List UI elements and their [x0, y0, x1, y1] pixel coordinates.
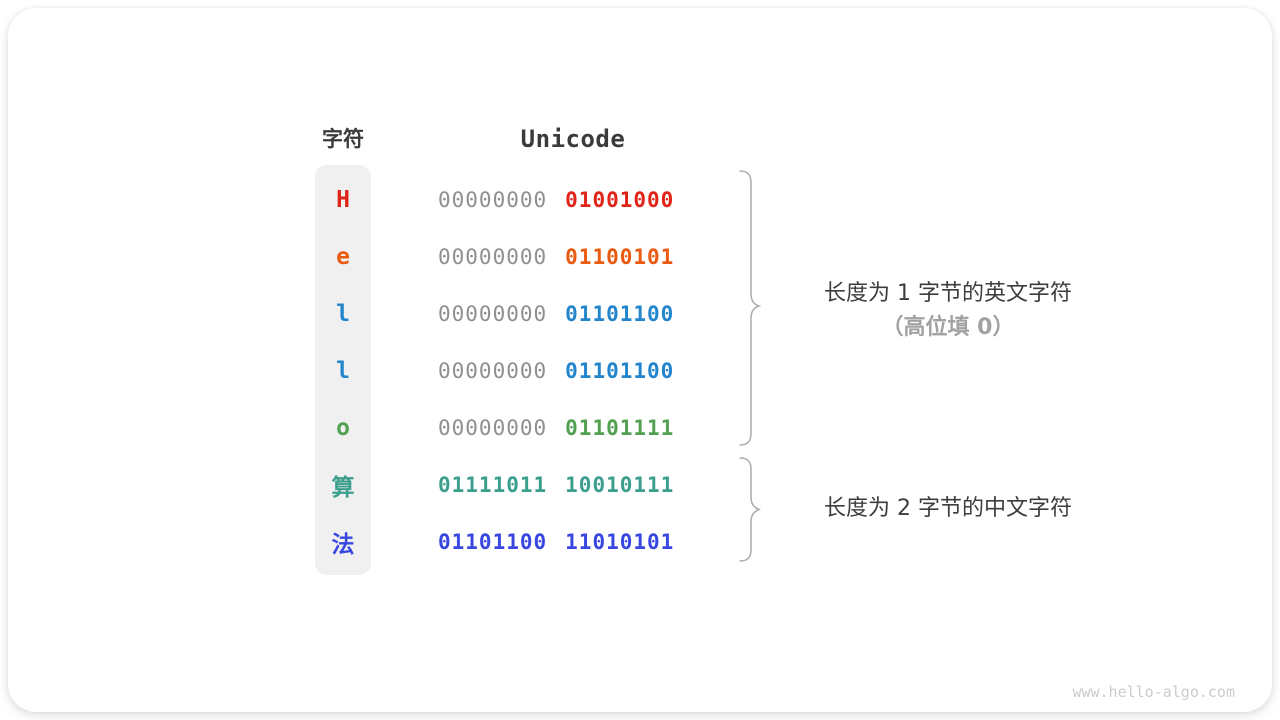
- low-byte: 01101111: [565, 415, 675, 440]
- high-byte: 00000000: [438, 244, 548, 269]
- high-byte: 00000000: [438, 415, 548, 440]
- low-byte: 01100101: [565, 244, 675, 269]
- english-group-annotation-line1: 长度为 1 字节的英文字符: [824, 281, 1072, 306]
- low-byte: 10010111: [565, 472, 675, 497]
- char-label: e: [336, 243, 350, 270]
- english-group-brace: [739, 170, 762, 446]
- high-byte: 01101100: [438, 529, 548, 554]
- table-row: l 00000000 01101100: [8, 342, 1280, 399]
- high-byte: 00000000: [438, 301, 548, 326]
- chinese-group-brace: [739, 457, 761, 562]
- chinese-group-annotation: 长度为 2 字节的中文字符: [824, 496, 1072, 521]
- encoding-table: H 00000000 01001000 e 00000000 01100101 …: [8, 171, 1280, 570]
- figure-card: 字符 Unicode H 00000000 01001000 e 0000000…: [8, 8, 1272, 712]
- table-row: l 00000000 01101100: [8, 285, 1280, 342]
- column-header-unicode: Unicode: [520, 125, 626, 153]
- column-header-char: 字符: [322, 127, 364, 151]
- english-group-annotation-line2: （高位填 0）: [881, 315, 1015, 340]
- char-label: 法: [331, 531, 355, 558]
- table-row: e 00000000 01100101: [8, 228, 1280, 285]
- low-byte: 01101100: [565, 301, 675, 326]
- char-label: l: [336, 300, 350, 327]
- table-row: 法 01101100 11010101: [8, 513, 1280, 570]
- char-label: 算: [331, 474, 355, 501]
- table-row: o 00000000 01101111: [8, 399, 1280, 456]
- char-label: H: [336, 186, 350, 213]
- table-row: H 00000000 01001000: [8, 171, 1280, 228]
- low-byte: 01101100: [565, 358, 675, 383]
- char-column-background: [315, 165, 371, 575]
- table-row: 算 01111011 10010111: [8, 456, 1280, 513]
- high-byte: 01111011: [438, 472, 548, 497]
- high-byte: 00000000: [438, 187, 548, 212]
- watermark-url: www.hello-algo.com: [1072, 683, 1235, 701]
- group-braces: [739, 170, 762, 562]
- english-group-annotation: 长度为 1 字节的英文字符 （高位填 0）: [778, 277, 1118, 345]
- high-byte: 00000000: [438, 358, 548, 383]
- low-byte: 11010101: [565, 529, 675, 554]
- low-byte: 01001000: [565, 187, 675, 212]
- char-label: l: [336, 357, 350, 384]
- char-label: o: [336, 414, 350, 441]
